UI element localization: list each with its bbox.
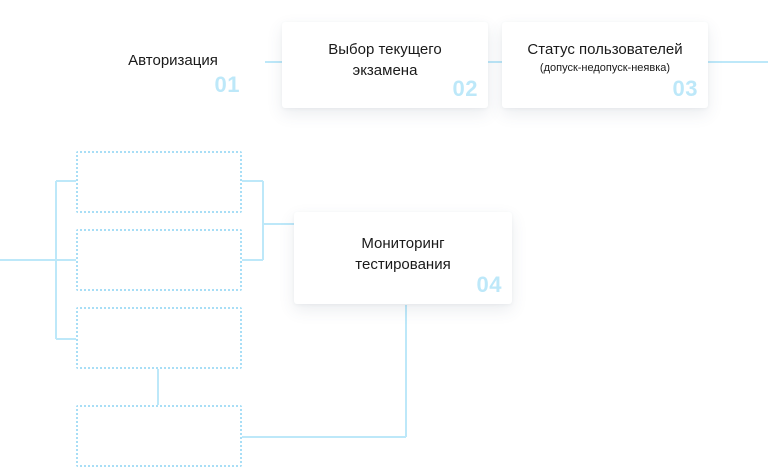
step-authorization: Авторизация 01 — [96, 22, 250, 104]
placeholder-box-2 — [76, 229, 242, 291]
step-exam-selection: Выбор текущего экзамена 02 — [282, 22, 488, 108]
placeholder-box-1 — [76, 151, 242, 213]
step-test-monitoring: Мониторинг тестирования 04 — [294, 212, 512, 304]
step-number: 03 — [672, 76, 698, 101]
step-title: Мониторинг тестирования — [355, 235, 451, 273]
placeholder-box-3 — [76, 307, 242, 369]
step-number: 02 — [452, 76, 478, 101]
step-user-status: Статус пользователей (допуск-недопуск-не… — [502, 22, 708, 108]
step-title: Выбор текущего экзамена — [328, 41, 442, 79]
step-title: Авторизация — [128, 52, 218, 69]
step-subtitle: (допуск-недопуск-неявка) — [539, 62, 671, 74]
placeholder-box-4 — [76, 405, 242, 467]
step-number: 04 — [476, 272, 502, 297]
step-title: Статус пользователей — [527, 41, 683, 58]
step-number: 01 — [214, 72, 240, 97]
